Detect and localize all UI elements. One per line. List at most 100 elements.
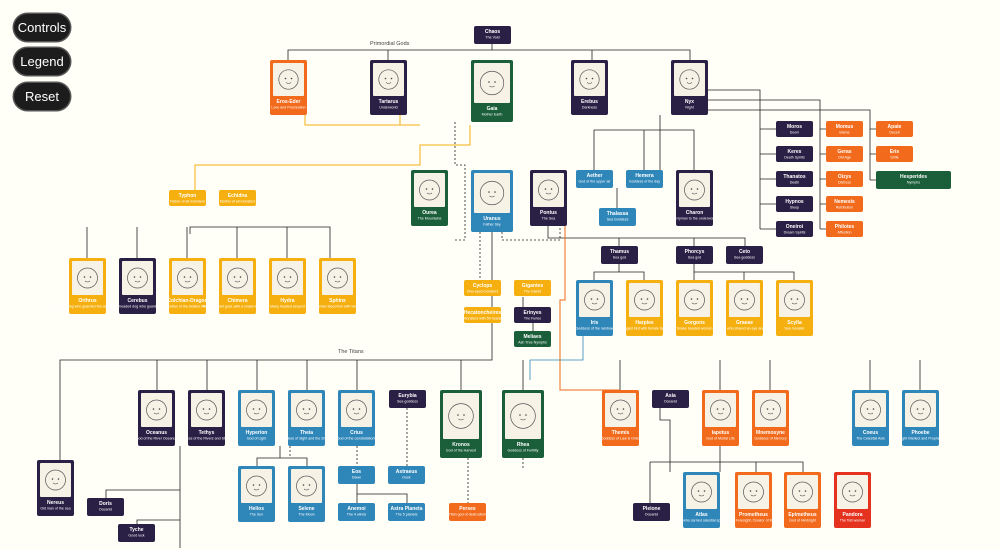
face-outline [45,469,66,491]
eye [690,188,693,190]
node-name: Eris [890,149,900,155]
mouth [867,412,874,415]
node-name: Gorgons [684,320,705,326]
node-name: Thanatos [783,174,805,180]
eye [89,276,92,278]
node-name: Keres [788,149,802,155]
face-outline [792,481,813,503]
face-outline [743,481,764,503]
node-name: Oizys [838,174,852,180]
node-title: The 4 winds [347,513,367,517]
node-name: Nyx [685,99,694,105]
node-title: Father of all monsters [170,200,205,204]
controls-button[interactable]: Controls [14,14,70,41]
legend-button[interactable]: Legend [14,48,70,75]
reset-button[interactable]: Reset [14,83,70,110]
node-name: Gigantes [522,283,544,289]
node-name: Hesperides [900,174,927,180]
node-name: Eurybia [398,393,417,399]
node-title: Sleep [790,206,799,210]
eye [252,484,255,486]
node-name: Ceto [739,249,750,255]
node-title: Goddess of Memory [754,437,787,441]
